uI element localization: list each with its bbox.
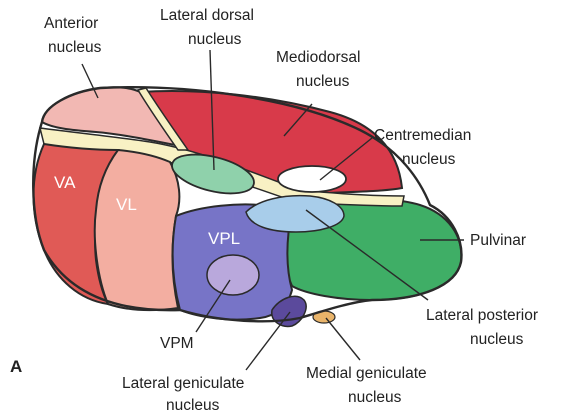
label-mediodorsal-line2: nucleus [296,73,350,90]
leader-medial-geniculate [326,318,360,360]
label-medial-geniculate-line2: nucleus [348,389,402,406]
label-pulvinar: Pulvinar [470,232,526,249]
vpm-region [207,255,259,295]
label-lateral-geniculate-line1: Lateral geniculate [122,375,244,392]
label-mediodorsal-line1: Mediodorsal [276,49,360,66]
vl-region [95,150,180,310]
label-medial-geniculate-line1: Medial geniculate [306,365,427,382]
label-lateral-dorsal-line2: nucleus [188,31,242,48]
label-lateral-posterior-line2: nucleus [470,331,524,348]
label-lateral-dorsal-line1: Lateral dorsal [160,7,254,24]
label-centremedian-line2: nucleus [402,151,456,168]
centremedian-region [278,166,346,192]
label-va: VA [54,173,76,192]
label-anterior-nucleus-line2: nucleus [48,39,102,56]
label-vpm: VPM [160,335,194,352]
label-vl: VL [116,195,137,214]
label-lateral-geniculate-line2: nucleus [166,397,220,414]
label-lateral-posterior-line1: Lateral posterior [426,307,538,324]
panel-letter: A [10,357,22,376]
label-centremedian-line1: Centremedian [374,127,471,144]
label-anterior-nucleus-line1: Anterior [44,15,98,32]
label-vpl: VPL [208,229,240,248]
